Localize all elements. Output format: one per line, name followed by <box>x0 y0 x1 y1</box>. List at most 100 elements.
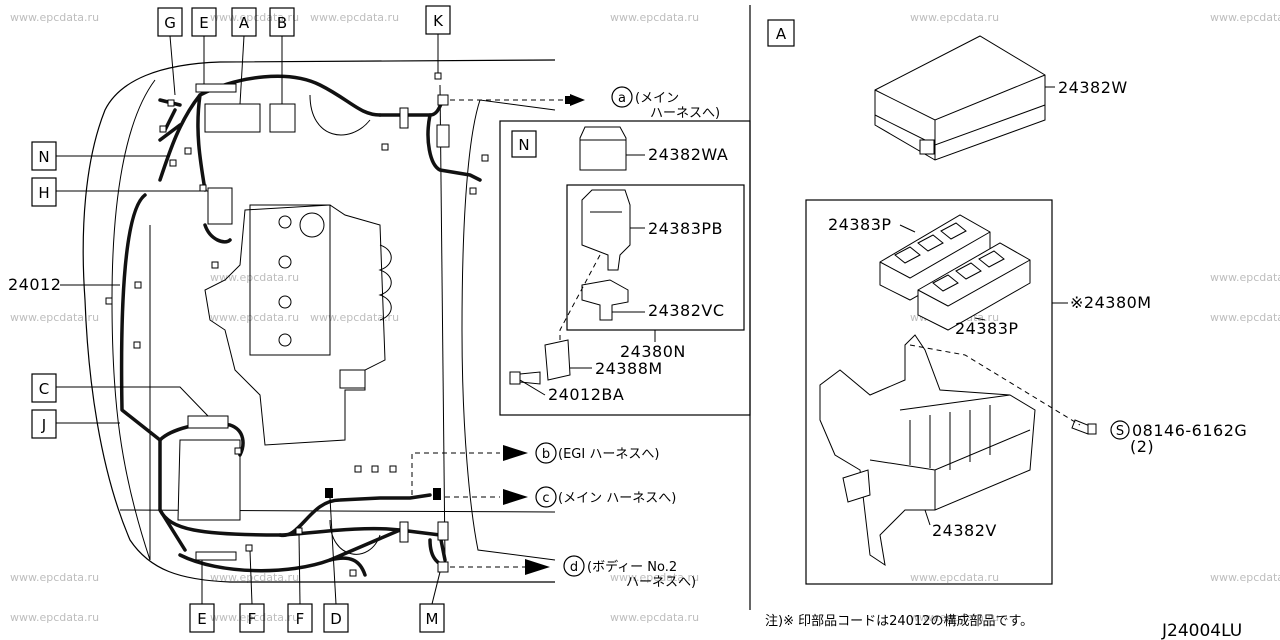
watermark: www.epcdata.ru <box>910 611 999 624</box>
callout-m-label: M <box>426 610 439 628</box>
watermark: www.epcdata.ru <box>210 271 299 284</box>
callout-k: K <box>425 5 451 73</box>
destination-d-line2: ハーネスへ) <box>626 575 696 590</box>
mounting-bracket-icon <box>544 339 571 381</box>
watermark: www.epcdata.ru <box>10 611 99 624</box>
relay-cover-icon <box>579 126 627 171</box>
watermark: www.epcdata.ru <box>1210 271 1280 284</box>
callout-b-label: B <box>277 14 287 32</box>
bolt-standard-symbol <box>1110 420 1130 440</box>
callout-j: J <box>31 409 120 439</box>
part-number-08146: 08146-6162G <box>1132 421 1247 440</box>
part-number-08146-qty: (2) <box>1130 437 1154 456</box>
watermark: www.epcdata.ru <box>610 571 699 584</box>
bolt-icon <box>509 371 541 385</box>
destination-b-line1: (EGI ハーネスへ) <box>558 447 659 462</box>
callout-n-label: N <box>38 148 49 166</box>
callout-a-top: A <box>231 7 257 105</box>
footer-note: 注)※ 印部品コードは24012の構成部品です。 <box>765 614 1033 629</box>
destination-a-letter: a <box>618 91 626 106</box>
destination-d: d (ボディー No.2 ハーネスへ) <box>450 555 696 590</box>
destination-c-letter: c <box>542 491 549 506</box>
destination-b-letter: b <box>542 447 550 462</box>
watermark: www.epcdata.ru <box>10 11 99 24</box>
fuse-box-cover-icon <box>874 35 1046 161</box>
watermark: www.epcdata.ru <box>10 571 99 584</box>
callout-g: G <box>157 7 183 96</box>
callout-d: D <box>323 497 349 633</box>
part-number-24382v: 24382V <box>932 521 997 540</box>
part-number-24383p-lower: 24383P <box>955 319 1019 338</box>
harness-connector-h <box>207 187 233 225</box>
part-number-24388m: 24388M <box>595 359 663 378</box>
bolt-standard-symbol-letter: S <box>1116 424 1124 439</box>
callout-c-label: C <box>39 380 49 398</box>
watermark: www.epcdata.ru <box>610 611 699 624</box>
watermark: www.epcdata.ru <box>310 11 399 24</box>
callout-j-label: J <box>41 416 46 434</box>
callout-c: C <box>31 373 209 417</box>
part-number-24383pb: 24383PB <box>648 219 723 238</box>
callout-h: H <box>31 177 208 207</box>
callout-e-bottom-label: E <box>197 610 206 628</box>
watermark: www.epcdata.ru <box>910 11 999 24</box>
destination-d-line1: (ボディー No.2 <box>587 559 677 575</box>
relay-box-a <box>204 103 261 133</box>
destination-a-line2: ハーネスへ) <box>650 106 720 121</box>
inset-panel-n: N 24382WA 24383PB 24382VC 24380N 24388M <box>499 120 751 416</box>
callout-a-top-label: A <box>239 14 250 32</box>
bolt-icon <box>1071 419 1097 435</box>
watermark: www.epcdata.ru <box>210 611 299 624</box>
watermark: www.epcdata.ru <box>310 311 399 324</box>
destination-d-letter: d <box>570 560 578 575</box>
engine-block <box>204 204 392 446</box>
destination-a-line1: (メイン <box>635 91 679 106</box>
callout-g-label: G <box>164 14 176 32</box>
inset-panel-n-label: N <box>518 136 529 154</box>
destination-a: a (メイン ハーネスへ) <box>450 86 720 121</box>
detail-panel-a: A 24382W 24383P 24383P <box>767 19 1247 585</box>
part-number-24382vc: 24382VC <box>648 301 725 320</box>
callout-k-label: K <box>433 12 444 30</box>
destination-c: c (メイン ハーネスへ) <box>445 486 676 508</box>
destination-b: b (EGI ハーネスへ) <box>411 442 659 495</box>
part-number-24012ba: 24012BA <box>548 385 624 404</box>
part-number-24383p-upper: 24383P <box>828 215 892 234</box>
part-number-24380m: ※24380M <box>1070 293 1152 312</box>
destination-c-line1: (メイン ハーネスへ) <box>558 491 676 506</box>
part-number-24382wa: 24382WA <box>648 145 728 164</box>
callout-e-top-label: E <box>199 14 208 32</box>
callout-h-label: H <box>38 184 49 202</box>
callout-e-bottom: E <box>189 560 215 633</box>
relay-icon <box>581 189 631 271</box>
watermark-layer: www.epcdata.ru www.epcdata.ru www.epcdat… <box>10 11 1280 624</box>
callout-b: B <box>269 7 295 104</box>
relay-box-b <box>269 103 296 133</box>
watermark: www.epcdata.ru <box>1210 11 1280 24</box>
callout-d-label: D <box>330 610 342 628</box>
callout-f-2: F <box>287 533 313 633</box>
watermark: www.epcdata.ru <box>1210 571 1280 584</box>
callout-e-top: E <box>191 7 217 84</box>
part-number-24012: 24012 <box>8 275 61 294</box>
watermark: www.epcdata.ru <box>1210 311 1280 324</box>
watermark: www.epcdata.ru <box>610 11 699 24</box>
detail-panel-a-label: A <box>776 25 787 43</box>
callout-f-1-label: F <box>248 610 257 628</box>
watermark: www.epcdata.ru <box>210 571 299 584</box>
watermark: www.epcdata.ru <box>210 311 299 324</box>
watermark: www.epcdata.ru <box>10 311 99 324</box>
relay-bracket-icon <box>581 279 629 321</box>
battery <box>177 439 241 521</box>
fuse-holder-icon <box>917 242 1031 331</box>
callout-n: N <box>31 141 170 171</box>
callout-f-1: F <box>239 550 265 633</box>
callout-24012: 24012 <box>8 275 120 294</box>
diagram-code: J24004LU <box>1161 621 1242 640</box>
watermark: www.epcdata.ru <box>910 571 999 584</box>
fuse-box-base-icon <box>819 334 1036 567</box>
engine-room-harness <box>119 74 482 577</box>
part-number-24380n: 24380N <box>620 342 686 361</box>
callout-m: M <box>419 571 445 633</box>
